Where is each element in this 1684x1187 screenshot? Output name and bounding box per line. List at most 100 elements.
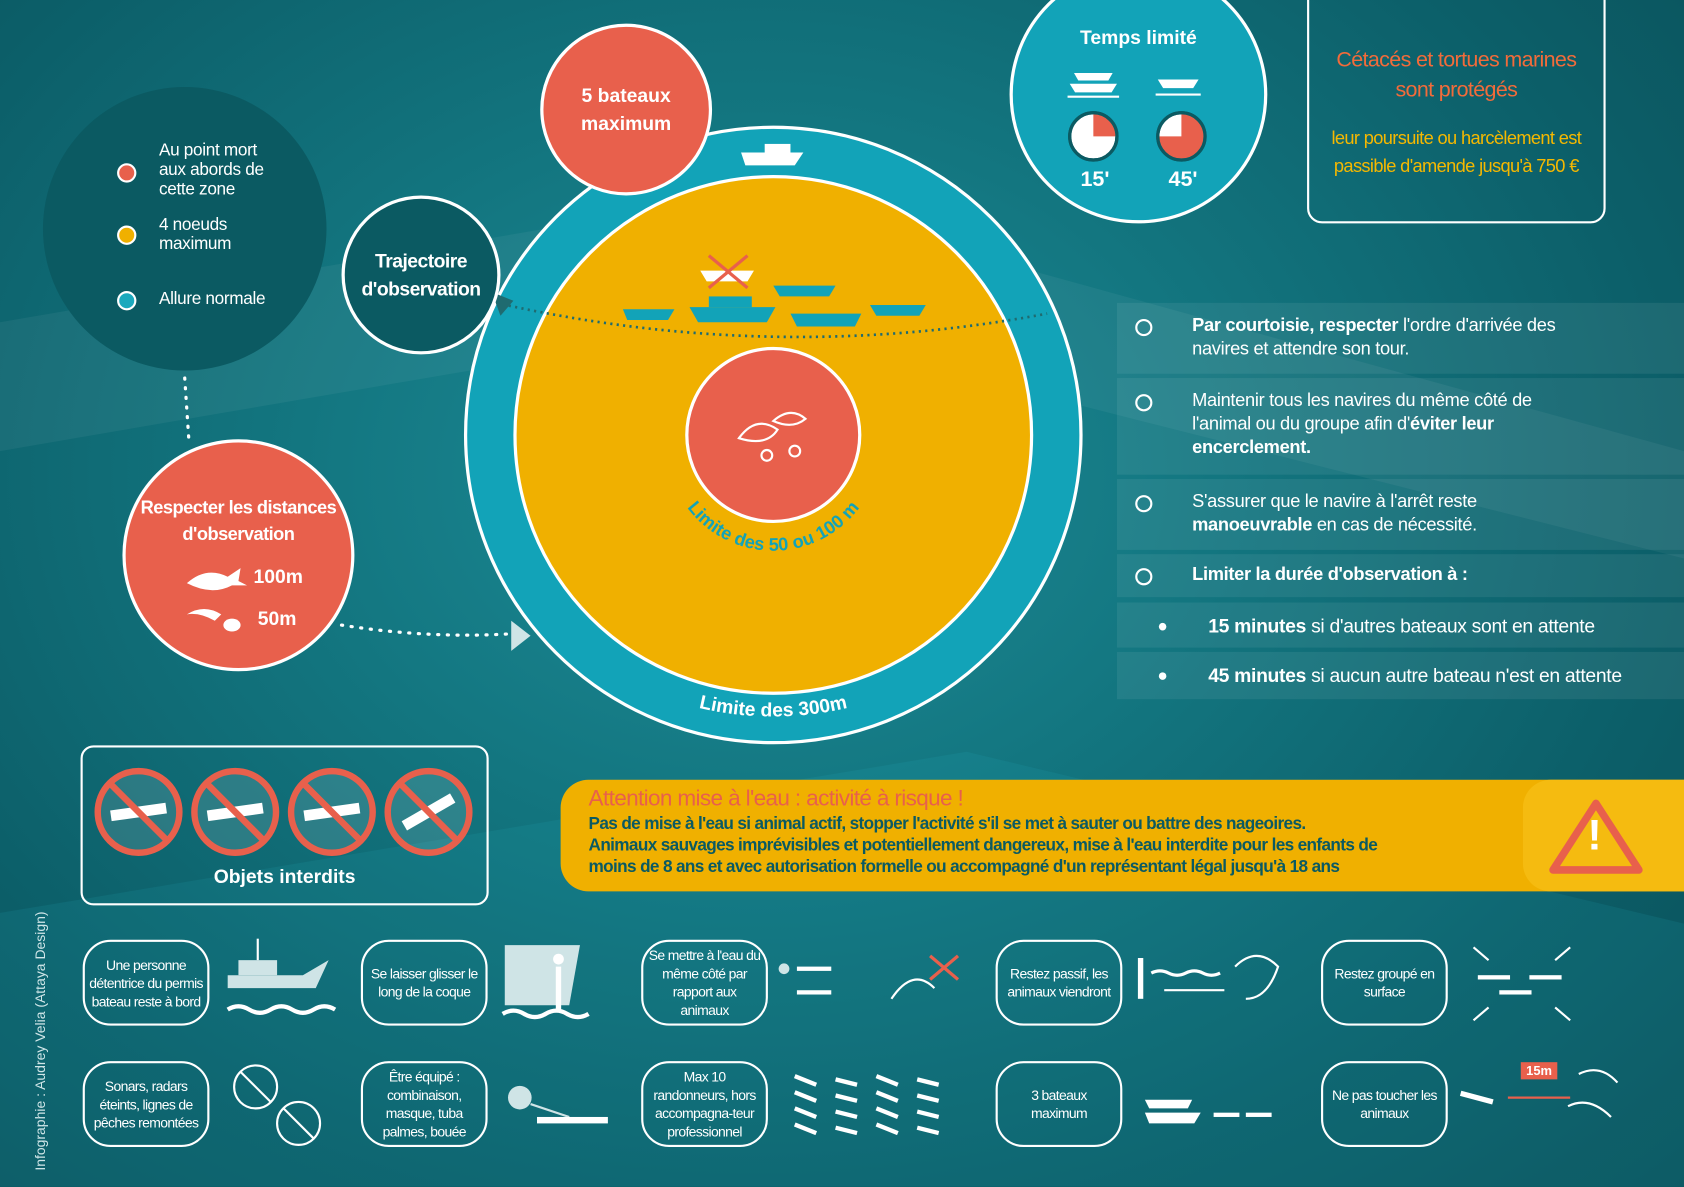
forbidden-objects-box: Objets interdits <box>80 745 489 906</box>
tip-pill: Se laisser glisser le long de la coque <box>360 939 488 1026</box>
rule-text: Maintenir tous les navires du même côté … <box>1192 389 1532 411</box>
rule-item: Limiter la durée d'observation à : <box>1192 563 1468 587</box>
tip-pill: Ne pas toucher les animaux <box>1321 1061 1448 1148</box>
rule-text: en cas de nécessité. <box>1312 514 1477 535</box>
subrule-bullet-icon <box>1158 672 1167 680</box>
tip-pill: Être équipé : combinaison, masque, tuba … <box>360 1061 488 1148</box>
three-boats-icon <box>1144 1099 1272 1124</box>
no-touch-icon <box>1459 1069 1619 1118</box>
tip-pill: Une personne détentrice du permis bateau… <box>82 939 210 1026</box>
rule-text: éviter leur <box>1410 413 1494 434</box>
tip-text: Restez groupé en surface <box>1334 965 1435 1000</box>
speargun-icon <box>191 767 280 856</box>
rule-text: l'animal ou du groupe afin d' <box>1192 413 1411 434</box>
rule-text: manoeuvrable <box>1192 514 1313 535</box>
boats-icon <box>622 143 926 327</box>
rule-bullet-icon <box>1135 568 1153 586</box>
clock-15-label: 15' <box>1080 167 1110 192</box>
rule-text: l'ordre d'arrivée des <box>1398 314 1556 336</box>
subrule-text: si aucun autre bateau n'est en attente <box>1306 664 1622 687</box>
same-side-swimmers-icon <box>778 954 960 1000</box>
boat-icon <box>226 938 337 1015</box>
rule-band <box>1116 378 1684 475</box>
tip-pill: Restez groupé en surface <box>1321 939 1448 1026</box>
rule-bullet-icon <box>1135 495 1153 513</box>
rule-bullet-icon <box>1135 318 1153 337</box>
tip-pill: Se mettre à l'eau du même côté par rappo… <box>641 939 768 1026</box>
tip-text: Sonars, radars éteints, lignes de pêches… <box>93 1077 199 1131</box>
rule-item: Maintenir tous les navires du même côté … <box>1192 389 1532 460</box>
forbidden-icons <box>94 767 473 856</box>
warning-exclamation: ! <box>1587 811 1602 860</box>
warning-text: Pas de mise à l'eau si animal actif, sto… <box>588 815 1378 877</box>
flashlight-icon <box>384 767 473 856</box>
rule-bullet-icon <box>1135 394 1153 412</box>
rule-text: Par courtoisie, respecter <box>1192 314 1399 336</box>
touch-distance-badge: 15m <box>1520 1062 1558 1080</box>
tip-text: Se mettre à l'eau du même côté par rappo… <box>648 947 761 1019</box>
time-limit-circle: Temps limité <box>1009 0 1268 224</box>
tip-text: Une personne détentrice du permis bateau… <box>89 956 203 1010</box>
dolphin-turtle-icon <box>186 608 241 632</box>
subrule-bullet-icon <box>1158 622 1167 631</box>
tip-pill: 3 bateaux maximum <box>995 1061 1123 1148</box>
rule-text: navires et attendre son tour. <box>1192 338 1410 359</box>
subrule-text: si d'autres bateaux sont en attente <box>1306 615 1595 637</box>
rule-band <box>1116 479 1684 550</box>
legend-dot-red <box>117 163 137 183</box>
passive-swimmer-icon <box>1137 954 1280 1000</box>
rule-band <box>1116 302 1684 374</box>
time-clocks <box>1067 73 1207 162</box>
rule-text: S'assurer que le navire à l'arrêt reste <box>1192 490 1477 512</box>
camera-flash-icon <box>287 767 376 856</box>
speed-legend <box>42 86 327 371</box>
group-swimmers-icon <box>793 1074 940 1136</box>
credit: Infographie : Audrey Velia (Attaya Desig… <box>32 911 49 1171</box>
rule-item: Par courtoisie, respecter l'ordre d'arri… <box>1192 314 1556 361</box>
warning-banner: Attention mise à l'eau : activité à risq… <box>560 779 1684 892</box>
snorkel-gear-icon <box>508 1085 608 1124</box>
clock-icon <box>1068 111 1119 162</box>
subrule-item: 15 minutes si d'autres bateaux sont en a… <box>1208 614 1595 638</box>
warning-title: Attention mise à l'eau : activité à risq… <box>588 786 964 811</box>
rule-band <box>1116 602 1684 648</box>
rule-band <box>1116 554 1684 598</box>
tip-text: 3 bateaux maximum <box>1030 1086 1088 1122</box>
animals-icon <box>737 411 808 462</box>
rule-text: encerclement. <box>1192 437 1311 458</box>
time-limit-title: Temps limité <box>1080 26 1197 49</box>
legend-label-normal: Allure normale <box>158 289 266 309</box>
whale-icon <box>186 568 248 591</box>
subrule-duration: 45 minutes <box>1208 664 1307 687</box>
tip-text: Se laisser glisser le long de la coque <box>370 965 478 1000</box>
harpoon-icon <box>94 767 183 856</box>
group-surface-icon <box>1472 946 1571 1022</box>
observation-trajectory <box>495 301 1048 339</box>
tip-text: Max 10 randonneurs, hors accompagna-teur… <box>653 1068 756 1140</box>
subrule-item: 45 minutes si aucun autre bateau n'est e… <box>1208 664 1622 688</box>
sonar-off-icon <box>233 1064 322 1146</box>
tip-pill: Sonars, radars éteints, lignes de pêches… <box>82 1061 210 1148</box>
legend-dot-cyan <box>117 291 137 311</box>
subrule-duration: 15 minutes <box>1208 615 1307 637</box>
tip-pill: Max 10 randonneurs, hors accompagna-teur… <box>641 1061 768 1148</box>
tip-pill: Restez passif, les animaux viendront <box>995 939 1123 1026</box>
clock-45-label: 45' <box>1168 167 1198 192</box>
tip-text: Être équipé : combinaison, masque, tuba … <box>382 1068 467 1140</box>
legend-dot-yellow <box>117 225 137 245</box>
forbidden-label: Objets interdits <box>213 865 356 888</box>
tip-text: Ne pas toucher les animaux <box>1331 1086 1437 1122</box>
whale-distance: 100m <box>253 565 303 588</box>
rule-band <box>1116 651 1684 700</box>
